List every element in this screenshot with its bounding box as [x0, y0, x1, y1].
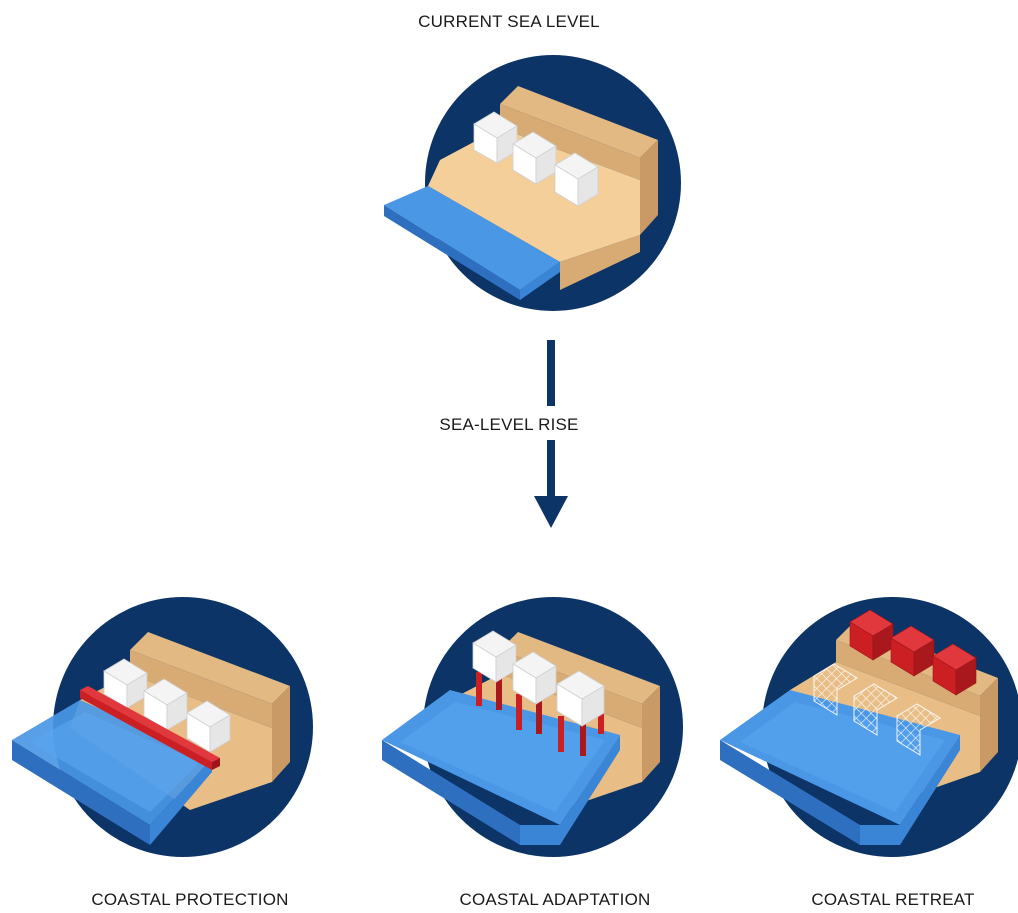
current-sea-level-title: CURRENT SEA LEVEL — [418, 12, 600, 31]
relocated-house-1 — [849, 609, 894, 661]
coastal-protection-label: COASTAL PROTECTION — [91, 890, 289, 909]
coastal-adaptation-scene — [382, 597, 683, 857]
current-sea-level-scene — [384, 55, 681, 311]
coastal-retreat-scene — [720, 597, 1018, 857]
sea-wall-top — [80, 686, 220, 762]
house-2 — [143, 678, 188, 731]
sea-water-edge — [720, 740, 860, 845]
relocated-house-2 — [890, 625, 935, 677]
sea-water — [384, 186, 560, 290]
coastal-adaptation-label: COASTAL ADAPTATION — [459, 890, 651, 909]
stilts — [476, 672, 604, 756]
sea-water-edge — [384, 205, 520, 300]
house-2 — [512, 651, 557, 705]
terrace-step-face — [500, 104, 640, 180]
removed-house-3 — [896, 703, 941, 756]
house-3 — [186, 700, 231, 753]
arrow-shaft-top — [547, 340, 555, 406]
removed-house-1 — [813, 663, 858, 716]
house-1 — [103, 658, 148, 709]
upper-terrace-top — [500, 86, 658, 158]
house-1 — [473, 111, 518, 164]
terrace-right-wall — [640, 140, 658, 235]
arrow-head — [534, 496, 568, 528]
removed-house-2 — [853, 683, 898, 736]
sea-water-edge — [382, 740, 520, 845]
sea-level-rise-label: SEA-LEVEL RISE — [439, 415, 579, 434]
coastal-retreat-label: COASTAL RETREAT — [811, 890, 975, 909]
house-3 — [554, 152, 599, 207]
sea-water-edge — [12, 740, 150, 845]
sea-level-rise-arrow — [534, 340, 568, 528]
relocated-house-3 — [932, 643, 977, 696]
house-3 — [556, 670, 605, 727]
coastal-protection-scene — [12, 597, 313, 857]
arrow-shaft-bottom — [547, 440, 555, 496]
house-2 — [512, 131, 557, 185]
sea-wall — [80, 690, 212, 770]
beach-slope-face — [560, 235, 640, 290]
